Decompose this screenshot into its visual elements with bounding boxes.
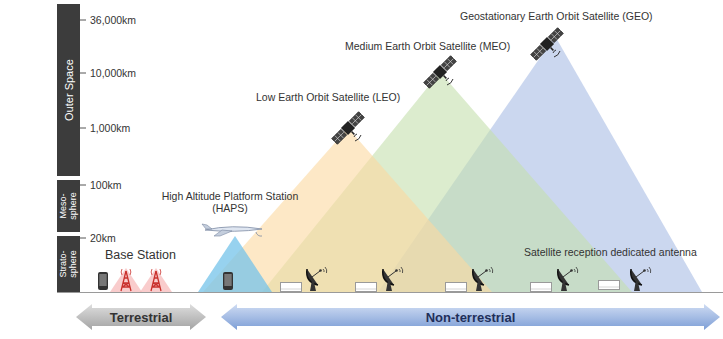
arrow-label: Non-terrestrial bbox=[426, 310, 516, 325]
part-label: Medium Earth Orbit Satellite (MEO) bbox=[345, 40, 510, 52]
band-label: Strato- sphere bbox=[59, 240, 79, 288]
band-label: Outer Space bbox=[62, 10, 74, 170]
part-label: Satellite reception dedicated antenna bbox=[524, 246, 697, 258]
part-label: Base Station bbox=[105, 248, 176, 262]
band-label: Meso- sphere bbox=[59, 184, 79, 228]
altitude-label: 20km bbox=[90, 232, 116, 244]
altitude-band: Outer Space bbox=[57, 4, 80, 176]
range-arrow: Non-terrestrial bbox=[221, 304, 720, 330]
altitude-label: 1,000km bbox=[90, 122, 130, 134]
altitude-label: 10,000km bbox=[90, 67, 136, 79]
arrow-label: Terrestrial bbox=[110, 310, 173, 325]
range-arrow: Terrestrial bbox=[76, 304, 206, 330]
altitude-band: Strato- sphere bbox=[57, 236, 80, 292]
part-label: High Altitude Platform Station (HAPS) bbox=[155, 190, 305, 214]
altitude-label: 36,000km bbox=[90, 14, 136, 26]
part-label: Low Earth Orbit Satellite (LEO) bbox=[256, 91, 400, 103]
altitude-band: Meso- sphere bbox=[57, 180, 80, 232]
part-label: Geostationary Earth Orbit Satellite (GEO… bbox=[460, 10, 653, 22]
altitude-label: 100km bbox=[90, 179, 122, 191]
